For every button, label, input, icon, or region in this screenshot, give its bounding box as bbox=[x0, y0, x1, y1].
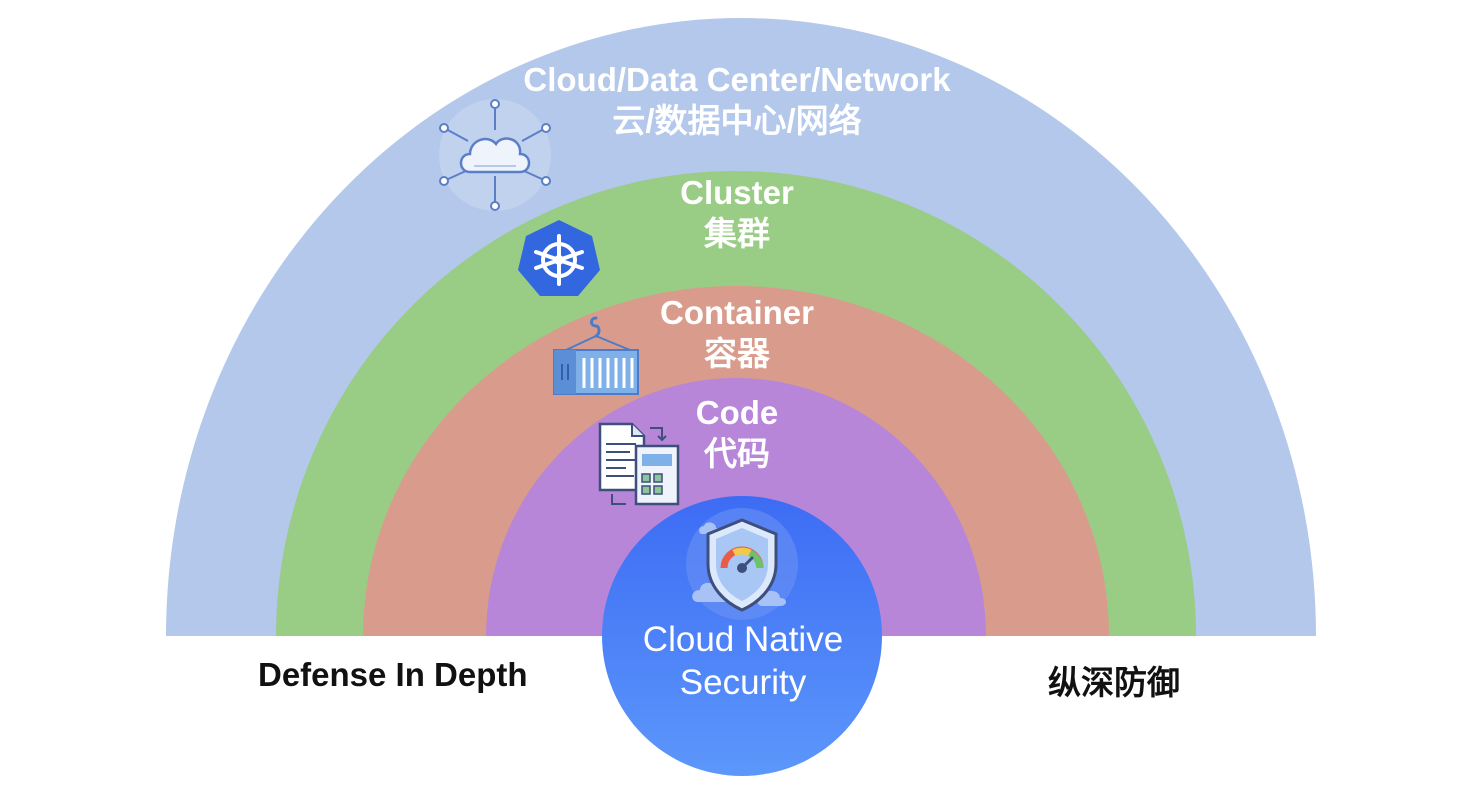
kubernetes-icon bbox=[518, 220, 600, 296]
cluster-layer-title-zh: 集群 bbox=[704, 215, 770, 253]
code-layer-title-zh: 代码 bbox=[704, 435, 770, 473]
cloud-layer-title-en: Cloud/Data Center/Network bbox=[523, 61, 951, 98]
defense-in-depth-label-en: Defense In Depth bbox=[258, 656, 528, 693]
container-layer-title-en: Container bbox=[659, 294, 814, 331]
core-label-line2: Security bbox=[679, 663, 807, 703]
cloud-layer-title-zh: 云/数据中心/网络 bbox=[612, 102, 862, 140]
container-layer-title-zh: 容器 bbox=[704, 335, 770, 373]
cloud-network-icon bbox=[439, 99, 551, 211]
cloud-native-security-label: Cloud Native Security bbox=[603, 618, 883, 705]
container-layer-label: Container 容器 bbox=[0, 292, 1474, 375]
cloud-layer-label: Cloud/Data Center/Network 云/数据中心/网络 bbox=[0, 59, 1474, 142]
cluster-layer-label: Cluster 集群 bbox=[0, 172, 1474, 255]
core-label-line1: Cloud Native bbox=[642, 620, 844, 659]
cluster-layer-title-en: Cluster bbox=[680, 174, 794, 211]
code-layer-title-en: Code bbox=[695, 394, 779, 431]
cloud-native-security-circle bbox=[602, 496, 882, 776]
security-shield-icon bbox=[686, 508, 798, 620]
code-layer-label: Code 代码 bbox=[0, 392, 1474, 475]
code-document-icon bbox=[598, 422, 680, 506]
shipping-container-icon bbox=[553, 316, 639, 395]
defense-in-depth-label-zh: 纵深防御 bbox=[1048, 664, 1180, 701]
